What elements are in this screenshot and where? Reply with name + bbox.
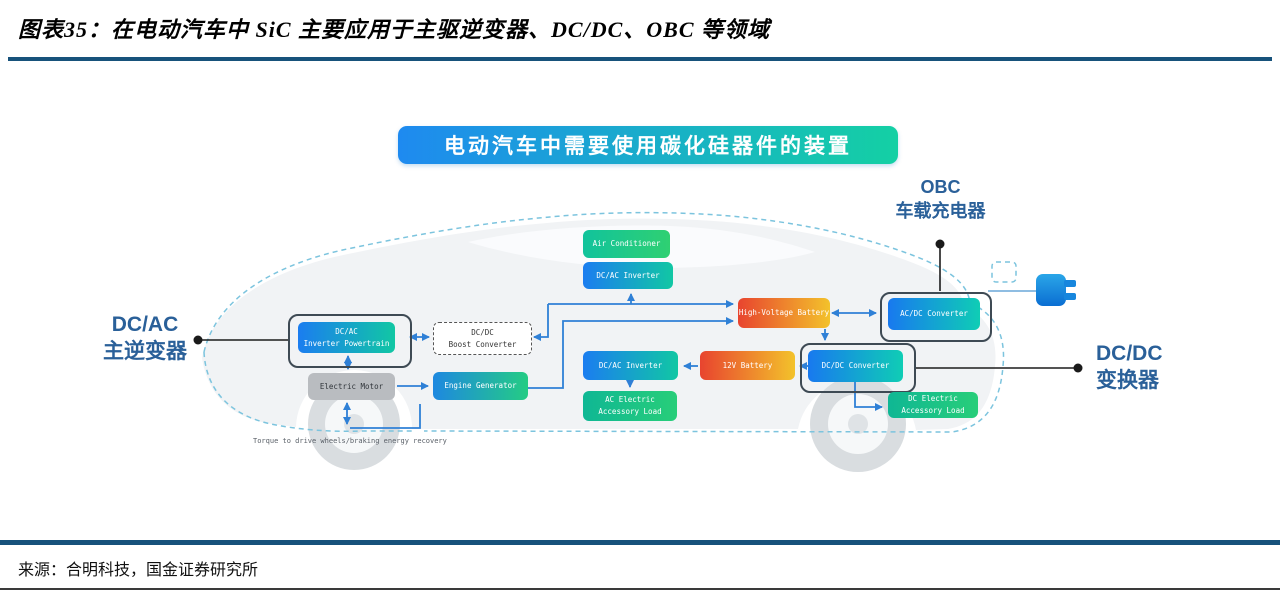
ac-electric-accessory-load-box: AC Electric Accessory Load (583, 391, 677, 421)
connector-arrows (343, 293, 883, 429)
callout-dots (193, 239, 1083, 373)
dcdc-boost-converter-box: DC/DC Boost Converter (433, 322, 532, 355)
powertrain-inverter-highlight (288, 314, 412, 368)
air-conditioner-box: Air Conditioner (583, 230, 670, 258)
charging-plug-icon (988, 274, 1076, 306)
electric-motor-box: Electric Motor (308, 373, 395, 400)
callout-leader-lines (198, 246, 1078, 369)
figure-title: 图表35：在电动汽车中 SiC 主要应用于主驱逆变器、DC/DC、OBC 等领域 (18, 17, 770, 42)
callout-dcdc-cn: 变换器 (1096, 369, 1159, 393)
acdc-converter-box: AC/DC Converter (888, 298, 980, 330)
callout-main-inverter-cn: 主逆变器 (103, 340, 187, 364)
dcdc-converter-box: DC/DC Converter (808, 350, 903, 382)
callout-obc: OBC 车载充电器 (878, 175, 1003, 224)
source-note: 来源：合明科技，国金证券研究所 (18, 562, 259, 579)
acdc-converter-highlight (880, 292, 992, 342)
high-voltage-battery-box: High-Voltage Battery (738, 298, 830, 328)
callout-dcdc-en: DC/DC (1096, 342, 1163, 365)
dc-electric-accessory-load-box: DC Electric Accessory Load (888, 392, 978, 418)
title-underline (8, 57, 1272, 61)
callout-obc-cn: 车载充电器 (895, 201, 986, 222)
engine-generator-box: Engine Generator (433, 372, 528, 400)
dcdc-converter-highlight (800, 343, 916, 393)
callout-main-inverter-en: DC/AC (111, 313, 179, 336)
car-dashed-outline (203, 211, 1017, 433)
twelve-v-battery-box: 12V Battery (700, 351, 795, 380)
dcac-inverter-mid-box: DC/AC Inverter (583, 351, 678, 380)
footer-rule (0, 540, 1280, 545)
figure-banner: 电动汽车中需要使用碳化硅器件的装置 (398, 126, 898, 164)
page-bottom-rule (0, 588, 1280, 590)
dcac-inverter-powertrain-box: DC/AC Inverter Powertrain (298, 322, 395, 353)
callout-obc-en: OBC (920, 177, 961, 197)
dcac-inverter-top-box: DC/AC Inverter (583, 262, 673, 289)
torque-note: Torque to drive wheels/braking energy re… (253, 437, 447, 445)
callout-dcdc-converter: DC/DC 变换器 (1096, 340, 1188, 395)
callout-main-inverter: DC/AC 主逆变器 (95, 311, 195, 366)
